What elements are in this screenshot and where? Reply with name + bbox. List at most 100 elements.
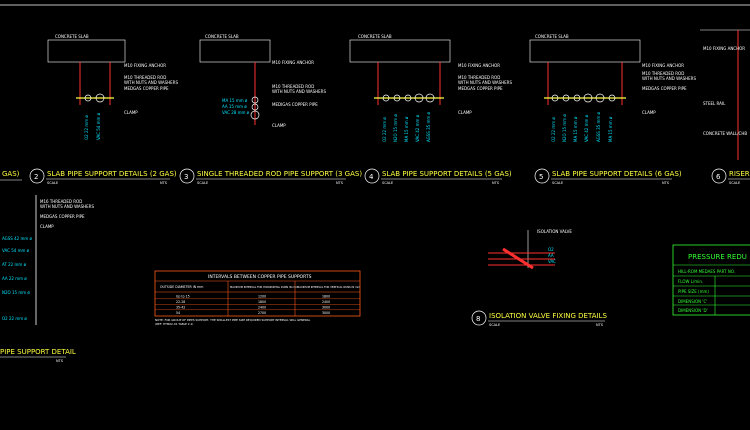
d5-pipe-6 — [608, 94, 616, 102]
d4-nuts-label: WITH NUTS AND WASHERS — [458, 80, 512, 85]
d5-size-3: MA 15 mm ø — [573, 116, 578, 142]
left-size-4: AA 22 mm ø — [2, 276, 27, 281]
d2-slab — [47, 39, 126, 63]
d3-title: SINGLE THREADED ROD PIPE SUPPORT (3 GAS) — [197, 170, 362, 178]
d4-size-1: O2 22 mm ø — [382, 117, 387, 142]
left-size-6: O2 22 mm ø — [2, 316, 27, 321]
d2-clamp-label: CLAMP — [124, 110, 138, 115]
d3-bubble — [179, 168, 195, 184]
detail-5-drawing: CONCRETE SLAB M10 FIXING ANCHOR M10 THRE… — [529, 34, 696, 142]
d5-size-6: MA 15 mm ø — [608, 116, 613, 142]
d8-nts: NTS — [596, 323, 604, 327]
intervals-note: NOTE: FOR GROUP OF PIPES SUPPORT, THE SM… — [155, 318, 311, 322]
pressure-row-5: DIMENSION 'D' — [678, 308, 708, 313]
valve-size-1: O2 — [548, 247, 554, 252]
d2-concrete-slab-label: CONCRETE SLAB — [55, 34, 89, 39]
d4-num: 4 — [369, 173, 374, 181]
pressure-row-4: DIMENSION 'C' — [678, 299, 707, 304]
pressure-title: PRESSURE REDU — [688, 253, 747, 261]
intervals-header-1: OUTSIDE DIAMETER IN mm — [160, 285, 203, 289]
title-d2: 2 SLAB PIPE SUPPORT DETAILS (2 GAS) SCAL… — [29, 168, 177, 185]
d3-pipe-2 — [251, 103, 259, 111]
title-d4: 4 SLAB PIPE SUPPORT DETAILS (5 GAS) SCAL… — [364, 168, 512, 185]
d2-pipe-label: MEDGAS COPPER PIPE — [124, 86, 169, 91]
valve-size-2: AA — [548, 253, 554, 258]
d2-rod-label: M10 THREADED ROD — [124, 75, 166, 80]
d2-nuts-label: WITH NUTS AND WASHERS — [124, 80, 178, 85]
d5-rod-label: M10 THREADED ROD — [642, 71, 684, 76]
detail-3-drawing: CONCRETE SLAB MA 15 mm ø AA 15 mm ø VAC … — [199, 34, 326, 128]
d3-concrete-slab-label: CONCRETE SLAB — [205, 34, 239, 39]
d4-size-2: N2O 15 mm ø — [393, 114, 398, 142]
d5-num: 5 — [539, 173, 543, 181]
title-d3: 3 SINGLE THREADED ROD PIPE SUPPORT (3 GA… — [179, 168, 362, 185]
detail-6-drawing: M10 FIXING ANCHOR STEEL RAIL CONCRETE WA… — [700, 29, 750, 160]
left-size-5: N2O 15 mm ø — [2, 290, 30, 295]
d5-clamp-label: CLAMP — [642, 110, 656, 115]
d3-clamp-label: CLAMP — [272, 123, 286, 128]
d5-concrete-slab-label: CONCRETE SLAB — [535, 34, 569, 39]
d4-nts: NTS — [492, 181, 500, 185]
pressure-table-border — [672, 244, 750, 316]
intervals-cell: 2400 — [322, 300, 330, 304]
intervals-table: INTERVALS BETWEEN COPPER PIPE SUPPORTS O… — [154, 270, 361, 326]
intervals-cell: 22-28 — [176, 300, 185, 304]
intervals-cell: 3000 — [322, 306, 330, 310]
d4-pipe-3 — [404, 94, 412, 102]
d5-pipe-3 — [573, 94, 581, 102]
d5-nts: NTS — [662, 181, 670, 185]
d5-size-4: VAC 42 mm ø — [584, 114, 589, 142]
d4-concrete-slab-label: CONCRETE SLAB — [358, 34, 392, 39]
d5-size-5: AGSS 35 mm ø — [596, 111, 601, 142]
d3-size-3: VAC 28 mm ø — [222, 110, 250, 115]
d8-title: ISOLATION VALVE FIXING DETAILS — [489, 312, 607, 320]
d7-nts: NTS — [56, 359, 64, 363]
d2-num: 2 — [34, 173, 38, 181]
d4-pipe-2 — [393, 94, 401, 102]
d4-pipe-5 — [425, 93, 435, 103]
pressure-table: PRESSURE REDU HILL-ROM MEDAES PART NO. F… — [672, 244, 750, 316]
d2-pipe-2 — [95, 93, 105, 103]
d5-anchor-label: M10 FIXING ANCHOR — [642, 63, 684, 68]
intervals-cell: 2400 — [258, 306, 266, 310]
detail-2-drawing: CONCRETE SLAB M10 FIXING ANCHOR M10 THRE… — [47, 34, 178, 140]
d5-pipe-5 — [595, 93, 605, 103]
d4-slab — [349, 39, 451, 63]
d2-pipe-1 — [84, 94, 92, 102]
d4-clamp-label: CLAMP — [458, 110, 472, 115]
title-d1-partial: GAS) — [0, 170, 22, 181]
d6-steel-rail-label: STEEL RAIL — [703, 101, 726, 106]
d6-wall-label: CONCRETE WALL/CHB — [703, 131, 747, 136]
intervals-cell: 1200 — [258, 295, 266, 299]
left-size-2: VAC 54 mm ø — [2, 248, 30, 253]
intervals-cell: 1800 — [322, 295, 330, 299]
d6-anchor-label: M10 FIXING ANCHOR — [703, 46, 745, 51]
d3-pipe-1 — [251, 96, 259, 104]
d2-bubble — [29, 168, 45, 184]
d3-scale: SCALE — [197, 181, 208, 185]
d4-pipe-4 — [414, 93, 424, 103]
detail-4-drawing: CONCRETE SLAB M10 FIXING ANCHOR M10 THRE… — [349, 34, 512, 142]
d5-slab — [529, 39, 641, 63]
d5-scale: SCALE — [552, 181, 563, 185]
pressure-row-2: FLOW L/min. — [678, 279, 703, 284]
d3-nuts-label: WITH NUTS AND WASHERS — [272, 89, 326, 94]
d4-pipe-1 — [382, 94, 390, 102]
intervals-cell: 2700 — [258, 311, 266, 315]
d2-anchor-label: M10 FIXING ANCHOR — [124, 63, 166, 68]
d4-anchor-label: M10 FIXING ANCHOR — [458, 63, 500, 68]
left-nuts-label: WITH NUTS AND WASHERS — [40, 204, 94, 209]
d6-scale: SCALE — [729, 181, 740, 185]
title-d5: 5 SLAB PIPE SUPPORT DETAILS (6 GAS) SCAL… — [534, 168, 682, 185]
pressure-row-3: PIPE SIZE (mm) — [678, 289, 709, 294]
d4-rod-label: M10 THREADED ROD — [458, 75, 500, 80]
intervals-cell: 3000 — [322, 311, 330, 315]
left-partial-drawing: M16 THREADED ROD WITH NUTS AND WASHERS M… — [2, 195, 94, 325]
d3-slab — [199, 39, 271, 63]
d2-scale: SCALE — [47, 181, 58, 185]
d6-title: RISER — [729, 170, 750, 178]
d4-bubble — [364, 168, 380, 184]
